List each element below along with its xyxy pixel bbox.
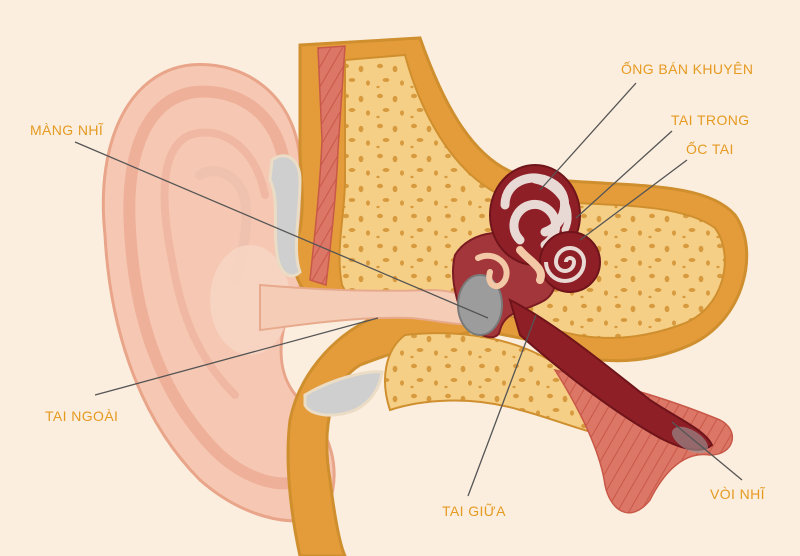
leader-semicircular-canals [539,82,637,191]
label-semicircular-canals: ỐNG BÁN KHUYÊN [621,61,754,77]
label-cochlea: ỐC TAI [686,141,734,157]
cartilage [268,154,384,417]
leader-cochlea [579,159,688,241]
leader-eustachian-tube [671,421,743,481]
leader-outer-ear [94,317,379,396]
label-eustachian-tube: VÒI NHĨ [710,486,765,502]
label-outer-ear: TAI NGOÀI [45,408,119,424]
muscle [309,45,734,514]
leader-eardrum [74,141,489,319]
eustachian-tube-shape [508,298,714,451]
label-eardrum: MÀNG NHĨ [30,122,104,138]
leader-lines [74,82,743,497]
label-inner-ear: TAI TRONG [671,112,750,128]
inner-ear [489,164,601,293]
label-middle-ear: TAI GIỮA [442,503,506,519]
leader-middle-ear [467,314,537,497]
leader-inner-ear [575,130,673,219]
